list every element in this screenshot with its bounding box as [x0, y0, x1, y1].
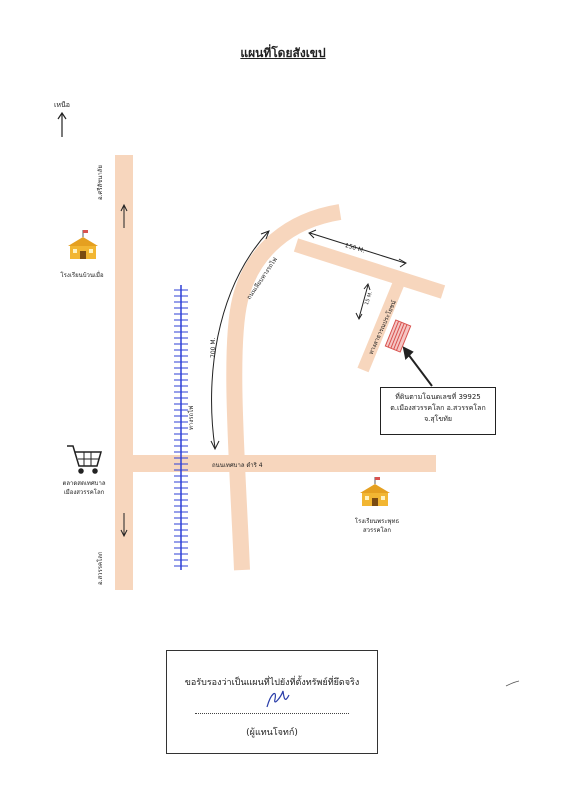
distance-700-arrow-icon [210, 230, 270, 451]
railway [174, 285, 188, 570]
north-arrow-icon [57, 111, 67, 137]
signature-icon [266, 690, 290, 708]
road-label-north: อ.ศรีสัชนาลัย [97, 165, 104, 200]
direction-arrow-down-icon [120, 513, 128, 538]
north-label: เหนือ [54, 101, 70, 109]
owner-representative-label: (ผู้แทนโจทก์) [246, 728, 298, 738]
direction-arrow-up-icon [120, 203, 128, 228]
callout-line-2: ต.เมืองสวรรคโลก อ.สวรรคโลก [390, 404, 486, 412]
road-curved [226, 204, 342, 571]
certification-text: ขอรับรองว่าเป็นแผนที่ไปยังที่ตั้งทรัพย์ท… [184, 678, 360, 688]
land-parcel [384, 319, 412, 353]
horizontal-road-label: ถนนเทศบาล ดำริ 4 [212, 462, 263, 469]
callout-line-1: ที่ดินตามโฉนดเลขที่ 39925 [395, 393, 481, 401]
school-left-label: โรงเรียนบ้วนเมื่อ [60, 272, 104, 279]
road-diagonal [293, 238, 446, 299]
school-icon [68, 230, 98, 259]
road-label-south: อ.สวรรคโลก [97, 551, 104, 585]
market-label-line2: เมืองสวรรคโลก [63, 489, 105, 496]
school-right-label-line2: สวรรคโลก [362, 527, 392, 534]
margin-mark [505, 680, 520, 687]
map-title: แผนที่โดยสังเขป [240, 46, 326, 60]
road-small-vertical [357, 277, 406, 373]
road-horizontal [115, 455, 436, 472]
certification-box: ขอรับรองว่าเป็นแผนที่ไปยังที่ตั้งทรัพย์ท… [166, 650, 378, 754]
railway-label: ทางรถไฟ [188, 405, 195, 430]
school-right-label-line1: โรงเรียนพระพุทธ [354, 518, 400, 525]
distance-700-label: 700 M. [210, 337, 217, 358]
callout-pointer-icon [402, 346, 433, 387]
distance-150-arrow-icon [308, 229, 407, 268]
shopping-cart-icon [67, 445, 102, 474]
parcel-callout-box: ที่ดินตามโฉนดเลขที่ 39925 ต.เมืองสวรรคโล… [380, 387, 496, 435]
market-label-line1: ตลาดสดเทศบาล [62, 480, 106, 487]
road-left-vertical [115, 155, 133, 590]
roads [115, 155, 436, 590]
school-icon [360, 477, 390, 506]
distance-15-arrow-icon [355, 282, 371, 321]
callout-line-3: จ.สุโขทัย [424, 415, 452, 423]
signature-line [195, 713, 349, 714]
